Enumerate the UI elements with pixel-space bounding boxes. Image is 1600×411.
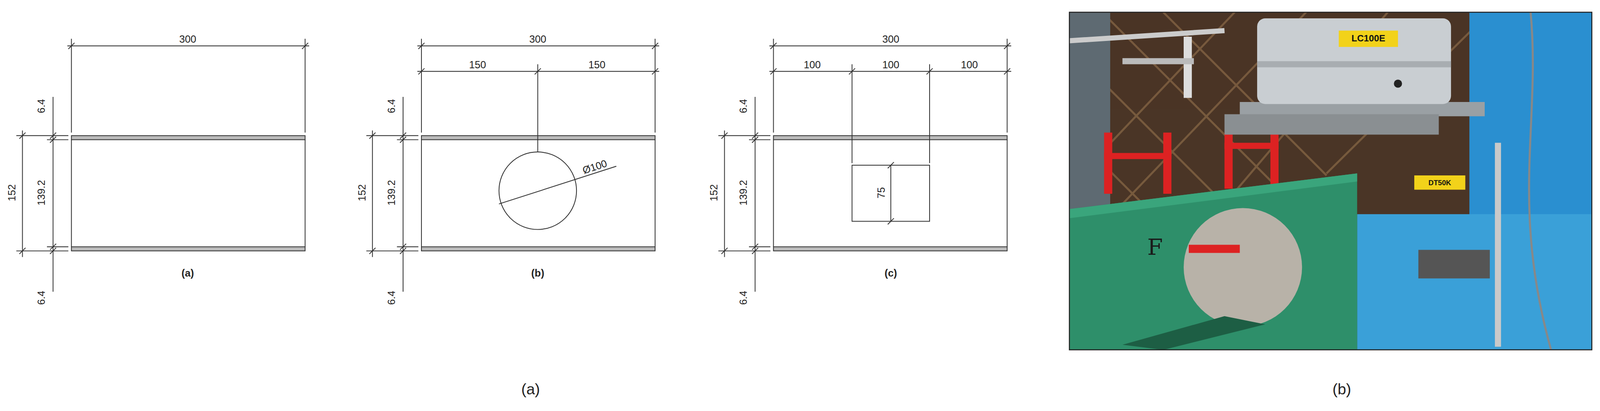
dimension-label: 100 (960, 60, 978, 71)
dimension-drawings (16, 38, 1012, 293)
panel-label: (a) (521, 381, 541, 397)
dimension-label: 6.4 (738, 99, 749, 114)
dimension-label: 100 (882, 60, 900, 71)
dimension-label: 152 (7, 184, 18, 202)
dimension-label: 6.4 (36, 290, 47, 305)
dimension-label: 300 (882, 34, 900, 45)
subfigure-label: (b) (531, 268, 545, 279)
dimension-label: 152 (709, 184, 720, 202)
dimension-label: 6.4 (386, 99, 398, 114)
dimension-label: 75 (876, 187, 887, 199)
test-photo (1061, 12, 1592, 351)
dimension-label: Ø100 (581, 158, 609, 176)
dimension-label: 100 (803, 60, 821, 71)
subfigure-label: (a) (181, 268, 194, 279)
dimension-label: 300 (179, 34, 197, 45)
handwritten-mark: F (1147, 236, 1163, 260)
subfigure-label: (c) (884, 268, 898, 279)
plain-web (16, 38, 310, 293)
dimension-label: 139.2 (386, 180, 398, 206)
panel-label: (b) (1332, 381, 1352, 397)
dimension-label: 150 (588, 60, 606, 71)
dimension-label: 150 (468, 60, 486, 71)
square-opening-web (718, 38, 1012, 293)
dimension-label: 152 (356, 184, 368, 202)
dimension-label: 6.4 (36, 99, 47, 114)
dimension-label: 139.2 (738, 180, 749, 206)
dimension-label: 300 (529, 34, 547, 45)
device-tag: DT50K (1428, 178, 1451, 187)
dimension-label: 139.2 (36, 180, 47, 206)
dimension-label: 6.4 (386, 290, 398, 305)
device-tag: LC100E (1351, 34, 1386, 44)
circular-opening-web (366, 38, 660, 293)
dimension-label: 6.4 (738, 290, 749, 305)
